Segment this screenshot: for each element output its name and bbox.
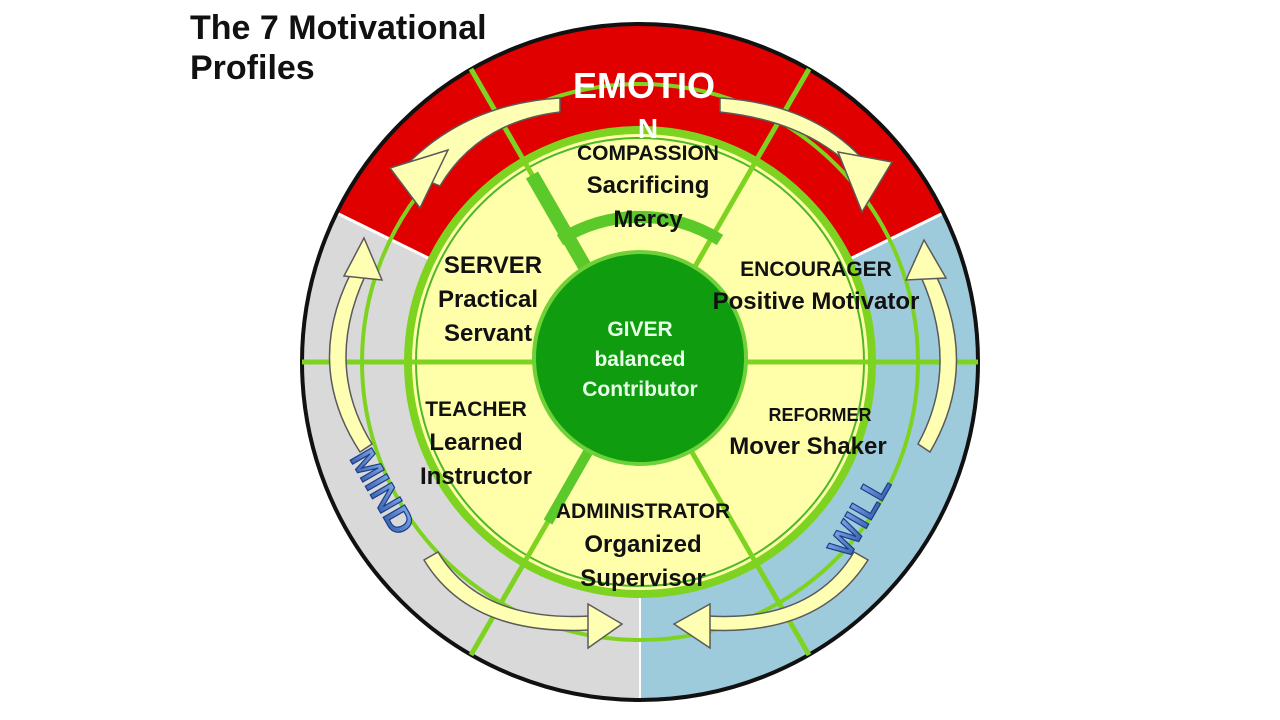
mind-up-arrowhead <box>342 236 384 281</box>
compassion-line-1: Sacrificing <box>587 172 710 199</box>
giver-line-2: Contributor <box>582 378 697 401</box>
server-name: SERVER <box>444 252 542 279</box>
emotion-right-arrowhead <box>836 151 894 214</box>
compassion-line-2: Mercy <box>613 206 683 233</box>
administrator-line-2: Supervisor <box>580 565 705 592</box>
page-title-line-1: The 7 Motivational <box>190 9 487 47</box>
will-up-arrowhead <box>904 238 948 281</box>
administrator-line-1: Organized <box>584 531 701 558</box>
emotion-left-arrowhead <box>388 148 450 210</box>
will-down-arrowhead <box>672 602 711 650</box>
giver-name: GIVER <box>607 318 672 341</box>
server-line-1: Practical <box>438 286 538 313</box>
page-title: The 7 Motivational Profiles <box>190 8 550 88</box>
highlighted-spoke <box>543 449 593 525</box>
will-up-arrow <box>912 259 958 454</box>
teacher-line-1: Learned <box>429 429 522 456</box>
mind-up-arrow <box>328 259 374 454</box>
mind-down-arrowhead <box>587 602 624 650</box>
server-line-2: Servant <box>444 320 532 347</box>
highlighted-spoke <box>525 171 599 283</box>
giver-line-1: balanced <box>594 348 685 371</box>
emotion-label-line-1: EMOTIO <box>573 65 715 106</box>
teacher-name: TEACHER <box>425 398 527 421</box>
reformer-line-1: Mover Shaker <box>729 433 886 460</box>
reformer-name: REFORMER <box>769 405 872 425</box>
compassion-highlight-arc <box>556 210 724 246</box>
teacher-line-2: Instructor <box>420 463 532 490</box>
cycle-arrows <box>328 97 958 650</box>
page-title-line-2: Profiles <box>190 49 315 87</box>
emotion-label-line-2: N <box>638 113 658 144</box>
administrator-name: ADMINISTRATOR <box>556 500 730 523</box>
compassion-name: COMPASSION <box>577 142 719 165</box>
giver-center-circle <box>532 250 748 466</box>
encourager-line-1: Positive Motivator <box>713 288 920 315</box>
encourager-name: ENCOURAGER <box>740 258 892 281</box>
